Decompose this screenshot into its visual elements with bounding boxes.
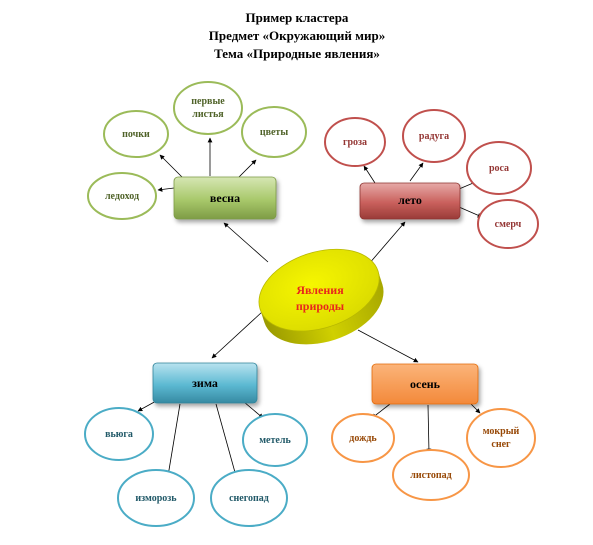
season-summer-box bbox=[359, 182, 461, 220]
center-label-line-2: природы bbox=[296, 299, 345, 313]
arrow-summer-rainbow bbox=[409, 162, 424, 182]
leaf-flowers-label: цветы bbox=[260, 127, 289, 138]
arrow-center-summer bbox=[367, 221, 406, 266]
leaf-blizzard-label: вьюга bbox=[105, 429, 133, 440]
season-autumn-label: осень bbox=[410, 377, 441, 391]
arrow-center-winter bbox=[211, 311, 263, 359]
arrow-spring-ice bbox=[157, 187, 175, 192]
arrow-spring-flowers bbox=[237, 159, 257, 179]
leaf-rainbow-label: радуга bbox=[419, 131, 449, 142]
leaf-blizzard bbox=[84, 407, 154, 461]
center-cylinder-top bbox=[258, 248, 380, 332]
season-spring: весна bbox=[173, 176, 277, 220]
winter-leaves: вьюга метель изморозь снегопад bbox=[84, 407, 308, 527]
summer-leaves: гроза радуга роса смерч bbox=[324, 109, 539, 249]
season-winter: зима bbox=[152, 362, 258, 404]
arrow-spring-buds bbox=[159, 154, 184, 179]
leaf-snowstorm-label: метель bbox=[259, 435, 291, 446]
arrow-summer-storm bbox=[363, 165, 376, 184]
leaf-frost-label: изморозь bbox=[135, 493, 177, 504]
leaf-arrows bbox=[137, 137, 483, 477]
leaf-first-leaves bbox=[173, 81, 243, 135]
title-line-1: Пример кластера bbox=[246, 10, 349, 25]
leaf-leaffall-label: листопад bbox=[410, 470, 451, 481]
season-winter-box bbox=[152, 362, 258, 404]
arrow-autumn-wetsnow bbox=[469, 402, 481, 414]
leaf-buds-label: почки bbox=[122, 129, 150, 140]
season-summer-label: лето bbox=[398, 193, 422, 207]
leaf-snowstorm bbox=[242, 413, 308, 467]
arrow-summer-tornado bbox=[458, 206, 483, 218]
season-spring-box bbox=[173, 176, 277, 220]
leaf-rain-label: дождь bbox=[349, 433, 377, 444]
leaf-flowers bbox=[241, 106, 307, 158]
spring-leaves: ледоход почки первые листья цветы bbox=[87, 81, 307, 220]
season-autumn-box bbox=[371, 363, 479, 405]
leaf-first-leaves-label-2: листья bbox=[192, 109, 224, 120]
title-line-2: Предмет «Окружающий мир» bbox=[209, 28, 385, 43]
season-spring-label: весна bbox=[210, 191, 240, 205]
leaf-first-leaves-label-1: первые bbox=[191, 96, 225, 107]
leaf-storm bbox=[324, 117, 386, 167]
leaf-storm-label: гроза bbox=[343, 137, 367, 148]
leaf-wet-snow-label-2: снег bbox=[491, 439, 511, 450]
leaf-ice-label: ледоход bbox=[105, 191, 139, 202]
autumn-leaves: дождь листопад мокрый снег bbox=[331, 408, 536, 501]
leaf-dew-label: роса bbox=[489, 163, 509, 174]
leaf-ice bbox=[87, 172, 157, 220]
season-autumn: осень bbox=[371, 363, 479, 405]
season-summer: лето bbox=[359, 182, 461, 220]
center-arrows bbox=[211, 221, 419, 363]
center-label-line-1: Явления bbox=[296, 283, 344, 297]
leaf-buds bbox=[103, 110, 169, 158]
leaf-wet-snow bbox=[466, 408, 536, 468]
leaf-tornado bbox=[477, 199, 539, 249]
leaf-rainbow bbox=[402, 109, 466, 163]
leaf-wet-snow-label-1: мокрый bbox=[483, 426, 520, 437]
arrow-center-spring bbox=[223, 222, 269, 263]
arrow-autumn-leaffall bbox=[426, 404, 432, 454]
leaf-snowfall-label: снегопад bbox=[229, 493, 269, 504]
leaf-rain bbox=[331, 413, 395, 463]
leaf-snowfall bbox=[210, 469, 288, 527]
season-winter-label: зима bbox=[192, 376, 218, 390]
arrow-winter-snowfall bbox=[215, 403, 238, 477]
leaf-dew bbox=[466, 141, 532, 195]
title-line-3: Тема «Природные явления» bbox=[214, 46, 380, 61]
arrow-winter-snowstorm bbox=[243, 401, 264, 419]
center-node bbox=[258, 248, 384, 345]
leaf-tornado-label: смерч bbox=[495, 219, 522, 230]
arrow-winter-frost bbox=[166, 403, 181, 477]
leaf-frost bbox=[117, 469, 195, 527]
leaf-leaffall bbox=[392, 449, 470, 501]
arrow-center-autumn bbox=[357, 329, 419, 363]
